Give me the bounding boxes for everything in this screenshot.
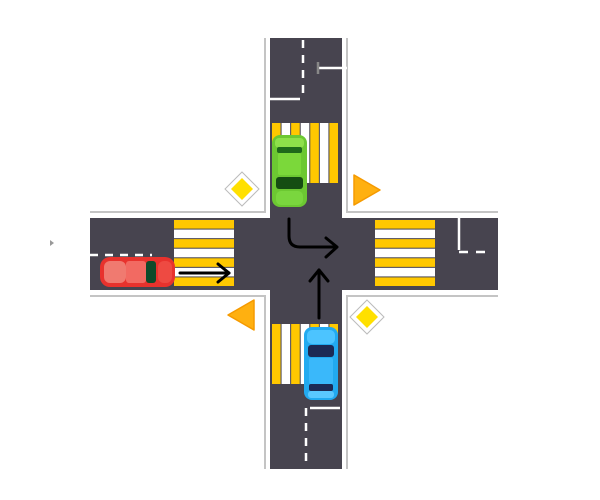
crosswalk-stripe bbox=[329, 123, 338, 183]
crosswalk-stripe bbox=[375, 229, 435, 239]
yield-sign-northeast bbox=[353, 174, 381, 206]
crosswalk-stripe bbox=[281, 324, 291, 384]
priority-road-sign-northwest bbox=[224, 171, 260, 207]
crosswalk-stripe bbox=[174, 239, 234, 248]
crosswalk-stripe bbox=[272, 324, 281, 384]
crosswalk-stripe bbox=[375, 220, 435, 229]
crosswalk-stripe bbox=[375, 277, 435, 286]
crosswalk-east bbox=[375, 220, 435, 286]
priority-road-sign-southeast bbox=[349, 299, 385, 335]
crosswalk-stripe bbox=[291, 324, 300, 384]
red-car bbox=[100, 257, 175, 287]
crosswalk-stripe bbox=[319, 123, 329, 183]
crosswalk-stripe bbox=[174, 258, 234, 267]
marker-icon bbox=[50, 240, 54, 246]
crosswalk-stripe bbox=[174, 277, 234, 286]
green-car bbox=[272, 135, 307, 207]
lane-markings bbox=[90, 40, 492, 468]
green-car-left-turn-arrow-icon bbox=[287, 217, 339, 259]
crosswalk-stripe bbox=[375, 248, 435, 258]
yield-sign-southwest bbox=[227, 299, 255, 331]
maneuver-arrows bbox=[178, 217, 339, 320]
crosswalk-stripe bbox=[174, 248, 234, 258]
crosswalk-stripe bbox=[375, 239, 435, 248]
crosswalk-stripe bbox=[174, 229, 234, 239]
crosswalk-stripe bbox=[375, 267, 435, 277]
blue-car bbox=[304, 327, 338, 400]
red-car-straight-arrow-icon bbox=[178, 262, 231, 284]
road-asphalt bbox=[90, 38, 498, 469]
crosswalk-stripe bbox=[174, 220, 234, 229]
crosswalk-stripe bbox=[310, 123, 319, 183]
blue-car-straight-arrow-icon bbox=[308, 268, 330, 320]
crosswalk-stripe bbox=[375, 258, 435, 267]
